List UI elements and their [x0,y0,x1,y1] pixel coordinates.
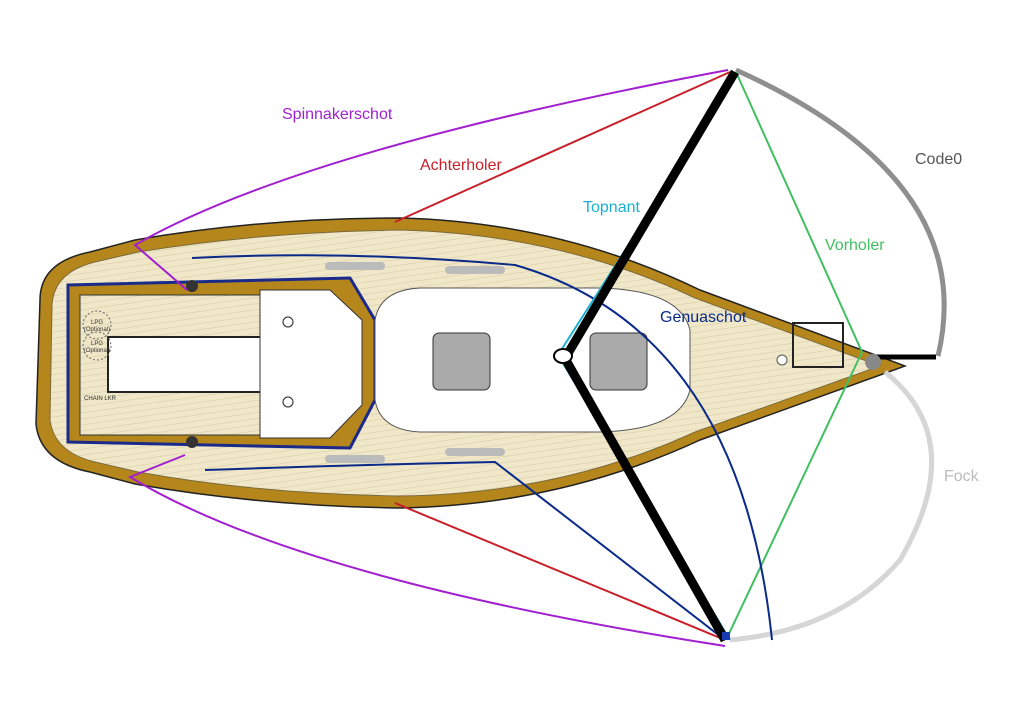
furler-drum [865,354,881,370]
label-genuaschot: Genuaschot [660,309,747,326]
side-window [445,448,505,456]
label-topnant: Topnant [583,199,640,216]
anchor-locker [792,322,844,368]
label-vorholer: Vorholer [825,237,885,254]
lpg-sub-label: (Optional) [84,327,110,333]
genuaschot-line-top [191,254,773,641]
lpg-locker-2: LPG (Optional) [82,331,112,361]
side-window [445,266,505,274]
hatch [589,332,648,391]
genuaschot-line-bottom [204,460,726,641]
label-spinnakerschot: Spinnakerschot [282,106,393,123]
code0-sail [734,67,947,357]
achterholer-line-bottom [394,502,726,641]
label-code0: Code0 [915,151,962,168]
chain-locker-label: CHAIN LKR [84,396,117,402]
spinnaker-pole-top [563,69,739,358]
lpg-locker-1: LPG (Optional) [82,310,112,340]
fock-sail [729,370,935,643]
cockpit-well [259,289,363,439]
winch-icon [186,280,198,292]
side-window [325,262,385,270]
label-achterholer: Achterholer [420,157,502,174]
lpg-label: LPG [91,341,103,347]
side-window [325,455,385,463]
mast [553,348,573,364]
vorholer-line [725,71,864,641]
label-fock: Fock [944,468,980,485]
clew-marker [722,632,730,640]
hatch [432,332,491,391]
winch-icon [282,316,294,328]
spinnakerschot-line-bottom [127,454,726,647]
winch-icon [186,436,198,448]
winch-icon [282,396,294,408]
lpg-sub-label: (Optional) [84,348,110,354]
spinnaker-pole-bottom [563,359,729,643]
achterholer-line-top [394,71,731,223]
spinnakerschot-line-top [133,69,729,291]
lpg-label: LPG [91,320,103,326]
deck-fitting [776,354,788,366]
